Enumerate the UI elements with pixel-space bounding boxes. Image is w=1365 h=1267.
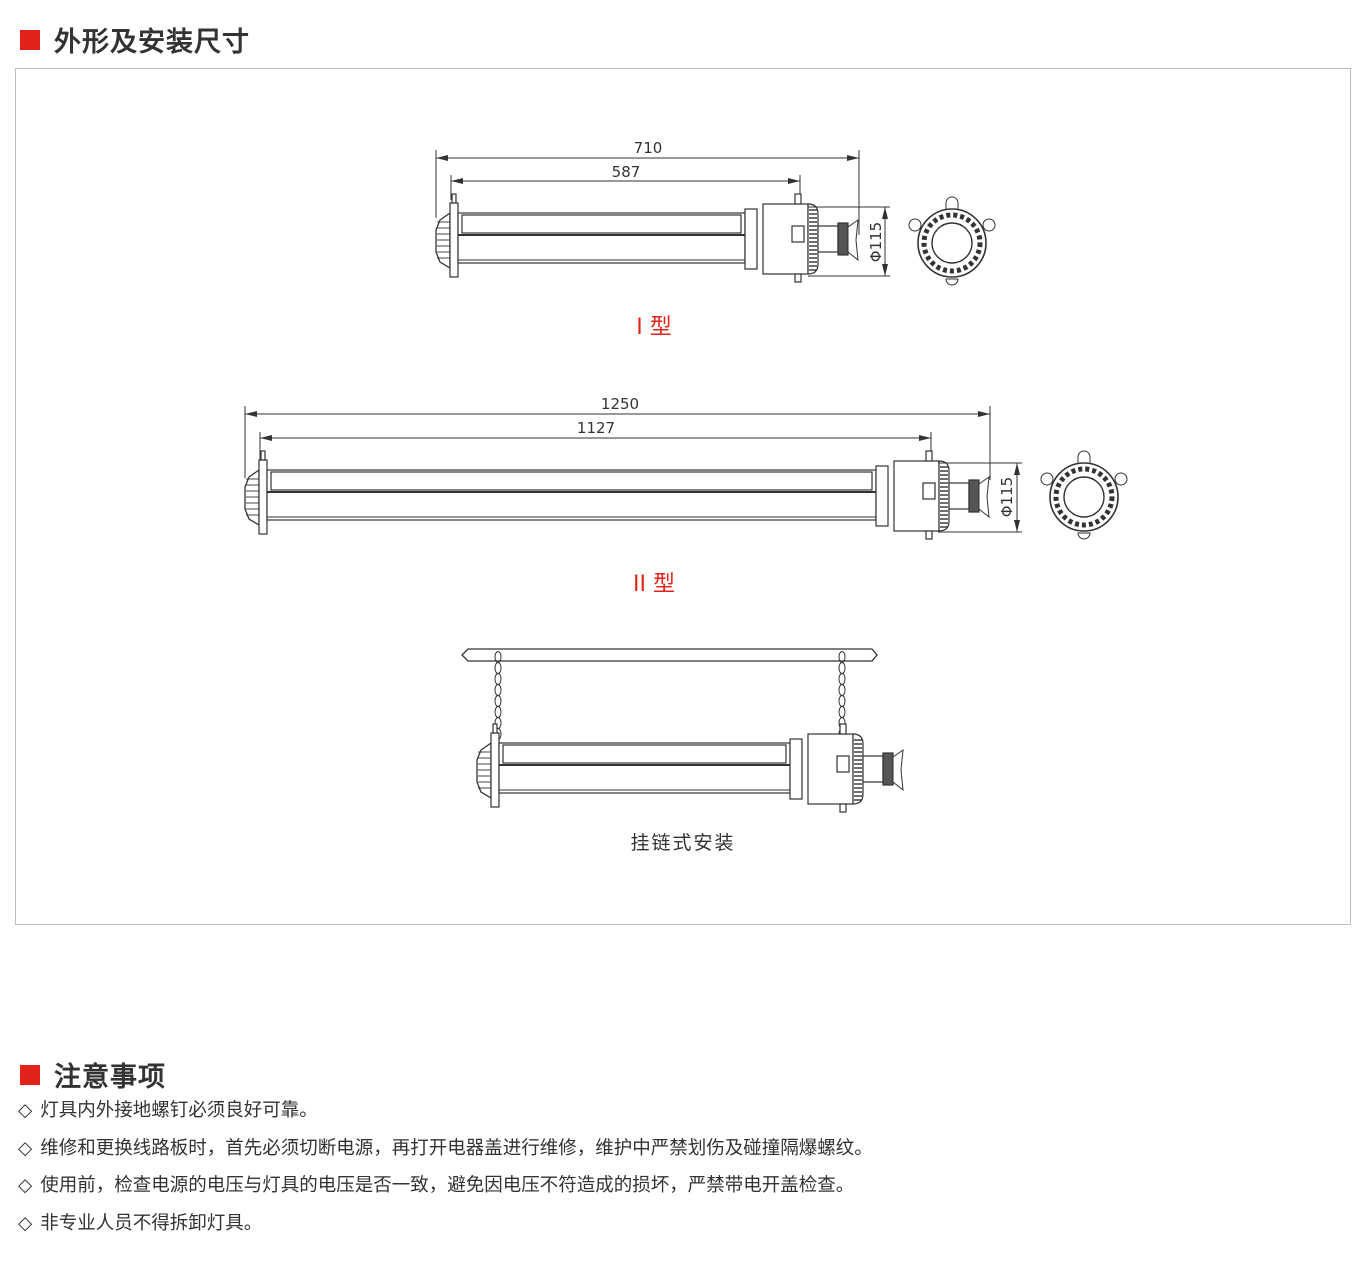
chain-link-icon: [494, 695, 502, 707]
diamond-bullet-icon: ◇: [18, 1100, 33, 1121]
end-inner-ring: [931, 222, 973, 264]
list-item: ◇ 灯具内外接地螺钉必须良好可靠。: [18, 1098, 873, 1136]
end-guard: [435, 211, 451, 270]
chain-link-icon: [494, 662, 502, 674]
ground-terminal: [836, 755, 850, 773]
left-lug: [451, 193, 457, 204]
lamp-reflector: [461, 214, 742, 234]
right-flange: [875, 465, 889, 527]
notes-list: ◇ 灯具内外接地螺钉必须良好可靠。 ◇ 维修和更换线路板时，首先必须切断电源，再打开…: [18, 1098, 873, 1248]
left-flange: [449, 202, 459, 278]
mount-ear: [1114, 472, 1128, 486]
diamond-bullet-icon: ◇: [18, 1175, 33, 1196]
drawing-frame: [15, 68, 1351, 925]
list-item: ◇ 非专业人员不得拆卸灯具。: [18, 1211, 873, 1249]
type2-lamp: [244, 450, 990, 540]
note-text: 灯具内外接地螺钉必须良好可靠。: [40, 1100, 318, 1121]
chain-link-icon: [494, 673, 502, 685]
diamond-bullet-icon: ◇: [18, 1137, 33, 1159]
type1-tube-length: 587: [612, 163, 641, 181]
top-lug: [925, 450, 933, 462]
chain-link-icon: [838, 706, 846, 718]
chain-link-icon: [838, 684, 846, 696]
type1-label: I 型: [636, 315, 672, 340]
bottom-lug: [925, 530, 933, 540]
ground-terminal: [922, 482, 936, 500]
chain-mounted-lamp: [476, 723, 904, 813]
right-flange: [744, 208, 758, 270]
section-title: 外形及安装尺寸: [54, 27, 250, 58]
cable-gland-nut: [968, 479, 980, 513]
mount-tab: [1077, 450, 1091, 540]
list-item: ◇ 使用前，检查电源的电压与灯具的电压是否一致，避免因电压不符造成的损坏，严禁带电…: [18, 1173, 873, 1211]
type2-overall-length: 1250: [601, 395, 639, 413]
mount-ear: [908, 218, 922, 232]
chain-link-icon: [494, 684, 502, 696]
cable-gland-body: [948, 482, 970, 510]
note-text: 使用前，检查电源的电压与灯具的电压是否一致，避免因电压不符造成的损坏，严禁带电开…: [40, 1175, 855, 1196]
cable-gland-nut: [837, 222, 849, 256]
bottom-lug: [794, 273, 802, 283]
end-guard: [244, 468, 260, 527]
ceiling-bar: [461, 648, 878, 662]
end-inner-ring: [1063, 476, 1105, 518]
ground-terminal: [791, 225, 805, 243]
type1-end-view: [908, 196, 996, 286]
note-text: 维修和更换线路板时，首先必须切断电源，再打开电器盖进行维修，维护中严禁划伤及碰撞…: [40, 1137, 873, 1159]
type2-tube-length: 1127: [577, 419, 615, 437]
red-square-icon: [20, 29, 40, 50]
type1-lamp: [435, 193, 859, 283]
top-lug: [794, 193, 802, 205]
type1-diameter: Φ115: [867, 222, 885, 262]
left-flange: [490, 732, 500, 808]
section-header-dimensions: 外形及安装尺寸: [20, 20, 250, 59]
cable-gland-body: [862, 755, 884, 783]
type2-end-view: [1040, 450, 1128, 540]
cable-gland-nut: [882, 752, 894, 786]
mount-ear: [982, 218, 996, 232]
top-lug: [839, 723, 847, 735]
note-text: 非专业人员不得拆卸灯具。: [40, 1212, 263, 1234]
cable-gland-body: [817, 225, 839, 253]
chain-link-icon: [838, 695, 846, 707]
cable-entry: [847, 218, 859, 262]
lamp-reflector: [502, 744, 787, 764]
end-guard-ring: [1053, 466, 1115, 528]
chain-mount-caption: 挂链式安装: [630, 832, 736, 854]
cable-entry: [978, 475, 990, 519]
lamp-reflector: [270, 471, 873, 491]
mount-tab: [945, 196, 959, 286]
chain-link-icon: [494, 706, 502, 718]
chain-link-icon: [838, 673, 846, 685]
red-square-icon: [20, 1064, 40, 1085]
left-lug: [260, 450, 266, 461]
right-flange: [789, 738, 803, 800]
type1-overall-length: 710: [634, 139, 663, 157]
left-lug: [492, 723, 498, 734]
end-guard-ring: [921, 212, 983, 274]
dimension-drawings: 710 587 Φ115 1250 1127 Φ115: [244, 139, 1128, 813]
list-item: ◇ 维修和更换线路板时，首先必须切断电源，再打开电器盖进行维修，维护中严禁划伤及碰…: [18, 1136, 873, 1174]
cable-entry: [892, 748, 904, 792]
bottom-lug: [839, 803, 847, 813]
type2-diameter: Φ115: [998, 477, 1016, 517]
left-flange: [258, 459, 268, 535]
type2-label: II 型: [633, 572, 675, 597]
section-title: 注意事项: [54, 1062, 166, 1093]
chain-link-icon: [838, 662, 846, 674]
diamond-bullet-icon: ◇: [18, 1212, 33, 1234]
section-header-notes: 注意事项: [20, 1055, 166, 1094]
end-guard: [476, 741, 492, 800]
mount-ear: [1040, 472, 1054, 486]
